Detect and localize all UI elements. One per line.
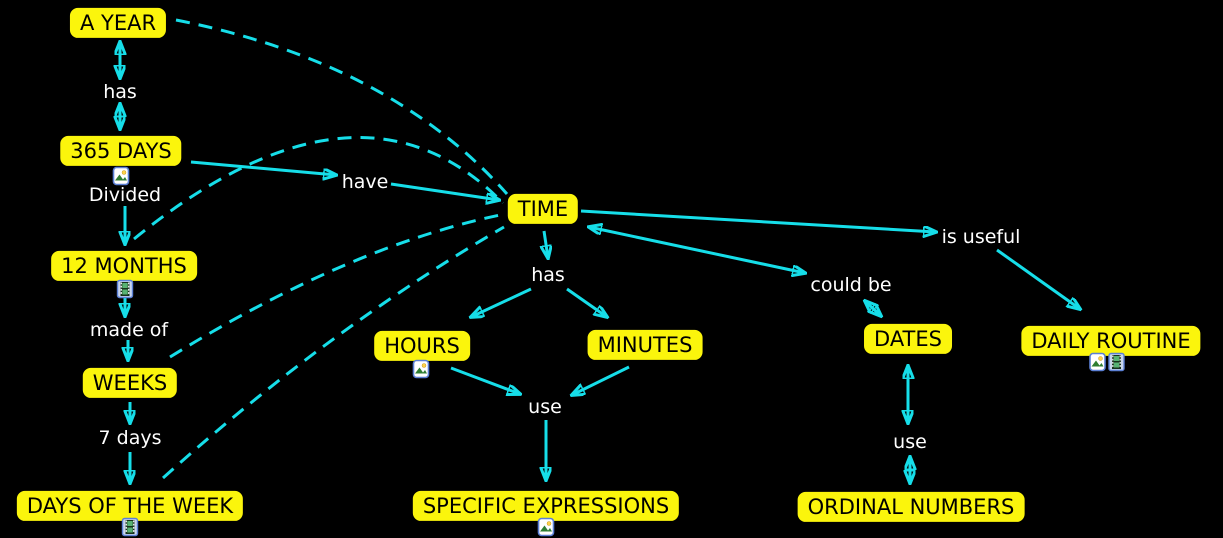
link-label-made-of[interactable]: made of [89,319,169,341]
node-dates[interactable]: DATES [862,321,954,357]
node-time[interactable]: TIME [505,191,581,227]
edge-weeks-time-dashed [169,213,501,359]
link-label-7-days[interactable]: 7 days [98,427,162,449]
edge-365days-have [190,160,336,175]
node-12-months[interactable]: 12 MONTHS [49,248,199,284]
edge-have-time [390,182,499,200]
film-icon[interactable] [1108,352,1125,372]
edge-isuseful-dailyroutine [996,248,1080,309]
image-icon[interactable] [537,517,555,537]
node-days-of-the-week[interactable]: DAYS OF THE WEEK [14,488,246,524]
edge-ayear-time-dashed [175,18,509,195]
link-label-have[interactable]: have [341,171,389,193]
link-label-divided[interactable]: Divided [88,184,162,206]
node-daily-routine[interactable]: DAILY ROUTINE [1019,323,1203,359]
node-minutes[interactable]: MINUTES [585,327,705,363]
resource-icon-group [1089,352,1125,372]
link-label-has-time[interactable]: has [531,264,565,286]
node-a-year[interactable]: A YEAR [67,5,169,41]
node-365-days[interactable]: 365 DAYS [58,133,184,169]
image-icon[interactable] [112,166,130,186]
film-icon[interactable] [116,279,134,299]
edge-hours-use [450,366,520,394]
edge-daysofweek-time-dashed [161,225,505,480]
edge-couldbe-dates [865,301,881,316]
image-icon[interactable] [1089,352,1106,372]
edge-12months-time-dashed [133,136,505,241]
edge-minutes-use [572,365,630,395]
link-label-has-year[interactable]: has [103,81,137,103]
link-label-could-be[interactable]: could be [810,274,892,296]
link-label-use-time[interactable]: use [528,396,562,418]
edge-time-couldbe [589,227,805,273]
link-label-is-useful[interactable]: is useful [941,226,1021,248]
film-icon[interactable] [121,517,139,537]
edge-has-hours [471,287,532,317]
node-hours[interactable]: HOURS [372,328,472,364]
node-weeks[interactable]: WEEKS [80,365,180,401]
edge-has-minutes [566,287,607,317]
node-ordinal-numbers[interactable]: ORDINAL NUMBERS [795,489,1027,525]
edge-time-has [544,230,548,258]
image-icon[interactable] [412,359,430,379]
edge-time-isuseful [580,209,936,232]
link-label-use-dates[interactable]: use [893,431,927,453]
